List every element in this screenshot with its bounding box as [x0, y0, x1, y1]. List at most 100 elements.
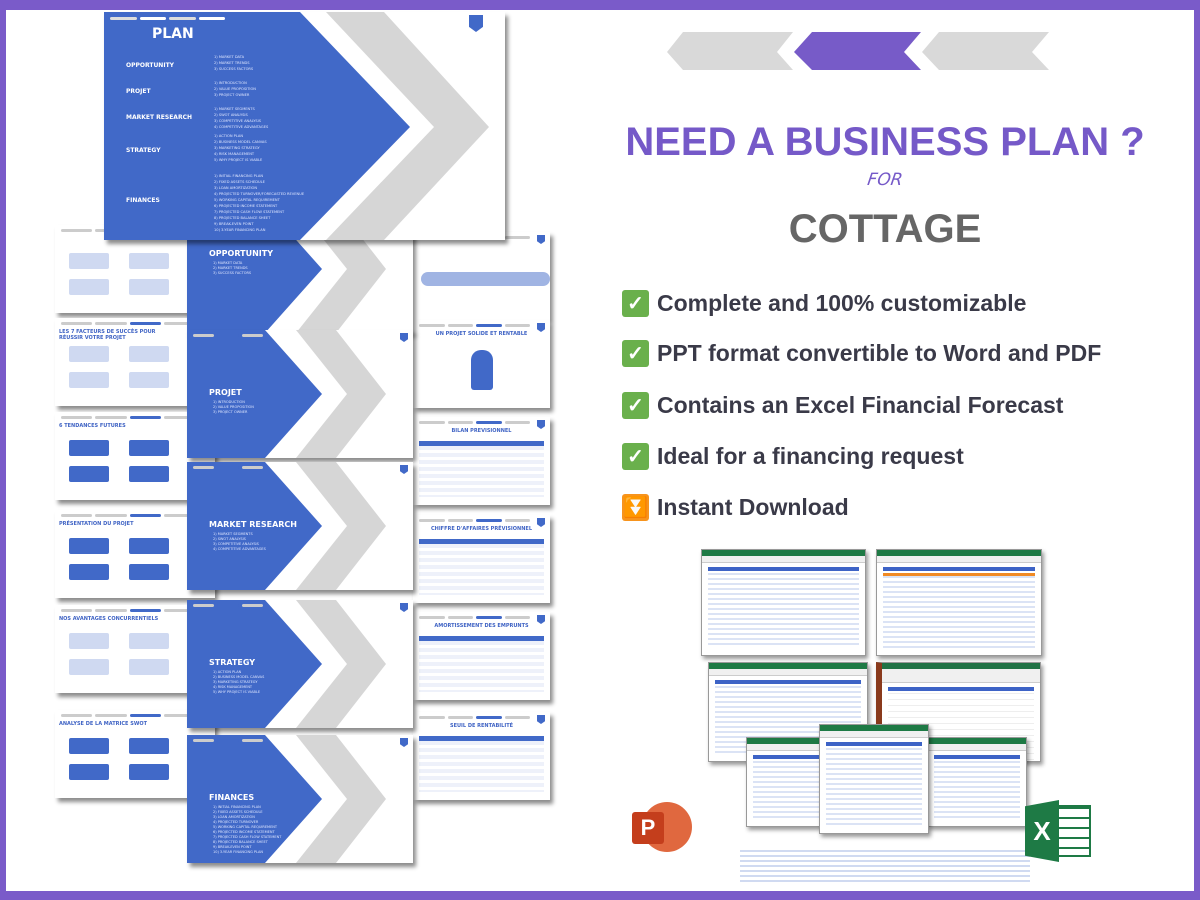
section-title: FINANCES	[209, 793, 255, 802]
plan-item: 1) MARKET SEGMENTS	[214, 107, 255, 111]
section-item: 2) FIXED ASSETS SCHEDULE	[213, 810, 263, 814]
slide-table	[419, 441, 544, 497]
content-box	[129, 564, 169, 580]
slide-table	[419, 539, 544, 595]
slide-progress	[61, 322, 195, 325]
plan-item: 3) LOAN AMORTIZATION	[214, 186, 258, 190]
plan-item: 3) PROJECT OWNER	[214, 93, 250, 97]
slide-progress	[61, 609, 195, 612]
logo-shield-icon	[537, 235, 545, 244]
content-box	[129, 659, 169, 675]
plan-item: 1) INITIAL FINANCING PLAN	[214, 174, 264, 178]
check-mark-icon: ✓	[622, 443, 649, 470]
road-graphic	[421, 272, 550, 286]
headline-title: NEED A BUSINESS PLAN ?	[625, 120, 1145, 164]
right-slide-2: BILAN PREVISIONNEL	[413, 417, 550, 505]
section-item: 1) INTRODUCTION	[213, 400, 245, 404]
section-item: 1) MARKET DATA	[213, 261, 243, 265]
slide-progress	[419, 421, 530, 424]
plan-item: 8) PROJECTED BALANCE SHEET	[214, 216, 271, 220]
download-arrow-icon: ⏬	[622, 494, 649, 521]
feature-item: ✓Contains an Excel Financial Forecast	[622, 392, 1063, 419]
feature-text: Instant Download	[657, 494, 849, 520]
slide-progress	[419, 616, 530, 619]
section-item: 6) PROJECTED INCOME STATEMENT	[213, 830, 275, 834]
content-box	[69, 346, 109, 362]
right-slide-3: CHIFFRE D'AFFAIRES PRÉVISIONNEL	[413, 515, 550, 603]
logo-shield-icon	[400, 333, 408, 342]
content-box	[129, 738, 169, 754]
section-item: 4) COMPETITIVE ADVANTAGES	[213, 547, 266, 551]
content-box	[69, 564, 109, 580]
right-slide-5: SEUIL DE RENTABILITÉ	[413, 712, 550, 800]
section-title: MARKET RESEARCH	[209, 520, 297, 529]
section-item: 4) PROJECTED TURNOVER	[213, 820, 259, 824]
plan-item: 9) BREAK-EVEN POINT	[214, 222, 254, 226]
section-item: 1) INITIAL FINANCING PLAN	[213, 805, 261, 809]
slide-title: BILAN PREVISIONNEL	[451, 428, 512, 434]
section-item: 5) WHY PROJECT IS VIABLE	[213, 690, 261, 694]
slide-progress	[61, 514, 195, 517]
right-slide-0	[413, 232, 550, 320]
content-box	[69, 440, 109, 456]
logo-shield-icon	[537, 323, 545, 332]
section-progress	[193, 334, 263, 337]
content-box	[129, 764, 169, 780]
section-item: 2) SWOT ANALYSIS	[213, 537, 246, 541]
content-box	[69, 633, 109, 649]
slide-title: NOS AVANTAGES CONCURRENTIELS	[59, 616, 159, 622]
content-box	[129, 633, 169, 649]
slide-title: CHIFFRE D'AFFAIRES PRÉVISIONNEL	[430, 526, 533, 532]
section-item: 5) WORKING CAPITAL REQUIREMENT	[213, 825, 278, 829]
logo-shield-icon	[537, 420, 545, 429]
section-item: 9) BREAK-EVEN POINT	[213, 845, 252, 849]
section-item: 10) 3-YEAR FINANCING PLAN	[213, 850, 264, 854]
section-item: 8) PROJECTED BALANCE SHEET	[213, 840, 268, 844]
section-progress	[193, 466, 263, 469]
content-box	[129, 372, 169, 388]
plan-section-label: MARKET RESEARCH	[126, 114, 192, 121]
frame-left	[0, 0, 6, 900]
excel-logo-icon: X	[1025, 800, 1093, 864]
slide-table	[419, 636, 544, 692]
slide-title: LES 7 FACTEURS DE SUCCÈS POUR RÉUSSIR VO…	[59, 329, 156, 341]
plan-item: 4) COMPETITIVE ADVANTAGES	[214, 125, 269, 129]
feature-text: Contains an Excel Financial Forecast	[657, 392, 1064, 418]
right-slide-4: AMORTISSEMENT DES EMPRUNTS	[413, 612, 550, 700]
headline-subject: COTTAGE	[788, 207, 982, 251]
plan-item: 5) WORKING CAPITAL REQUIREMENT	[214, 198, 280, 202]
section-item: 1) MARKET SEGMENTS	[213, 532, 253, 536]
content-box	[69, 279, 109, 295]
feature-item: ✓Ideal for a financing request	[622, 443, 964, 470]
plan-item: 2) BUSINESS MODEL CANVAS	[214, 140, 267, 144]
frame-bottom	[0, 891, 1200, 900]
feature-text: Complete and 100% customizable	[657, 290, 1027, 316]
content-box	[129, 440, 169, 456]
logo-shield-icon	[537, 518, 545, 527]
plan-item: 2) VALUE PROPOSITION	[214, 87, 256, 91]
plan-item: 2) FIXED ASSETS SCHEDULE	[214, 180, 265, 184]
logo-shield-icon	[537, 715, 545, 724]
content-box	[69, 764, 109, 780]
slide-progress	[61, 416, 195, 419]
plan-section-items: 1) INITIAL FINANCING PLAN 2) FIXED ASSETS…	[214, 173, 304, 233]
feature-item: ✓Complete and 100% customizable	[622, 290, 1026, 317]
powerpoint-logo-icon: P	[632, 802, 692, 856]
plan-item: 3) SUCCESS FACTORS	[214, 67, 254, 71]
right-slide-1: UN PROJET SOLIDE ET RENTABLE	[413, 320, 550, 408]
plan-item: 1) ACTION PLAN	[214, 134, 244, 138]
logo-shield-icon	[400, 465, 408, 474]
plan-item: 3) COMPETITIVE ANALYSIS	[214, 119, 262, 123]
plant-icon	[471, 350, 493, 390]
content-box	[69, 253, 109, 269]
section-title: PROJET	[209, 388, 242, 397]
content-box	[69, 466, 109, 482]
